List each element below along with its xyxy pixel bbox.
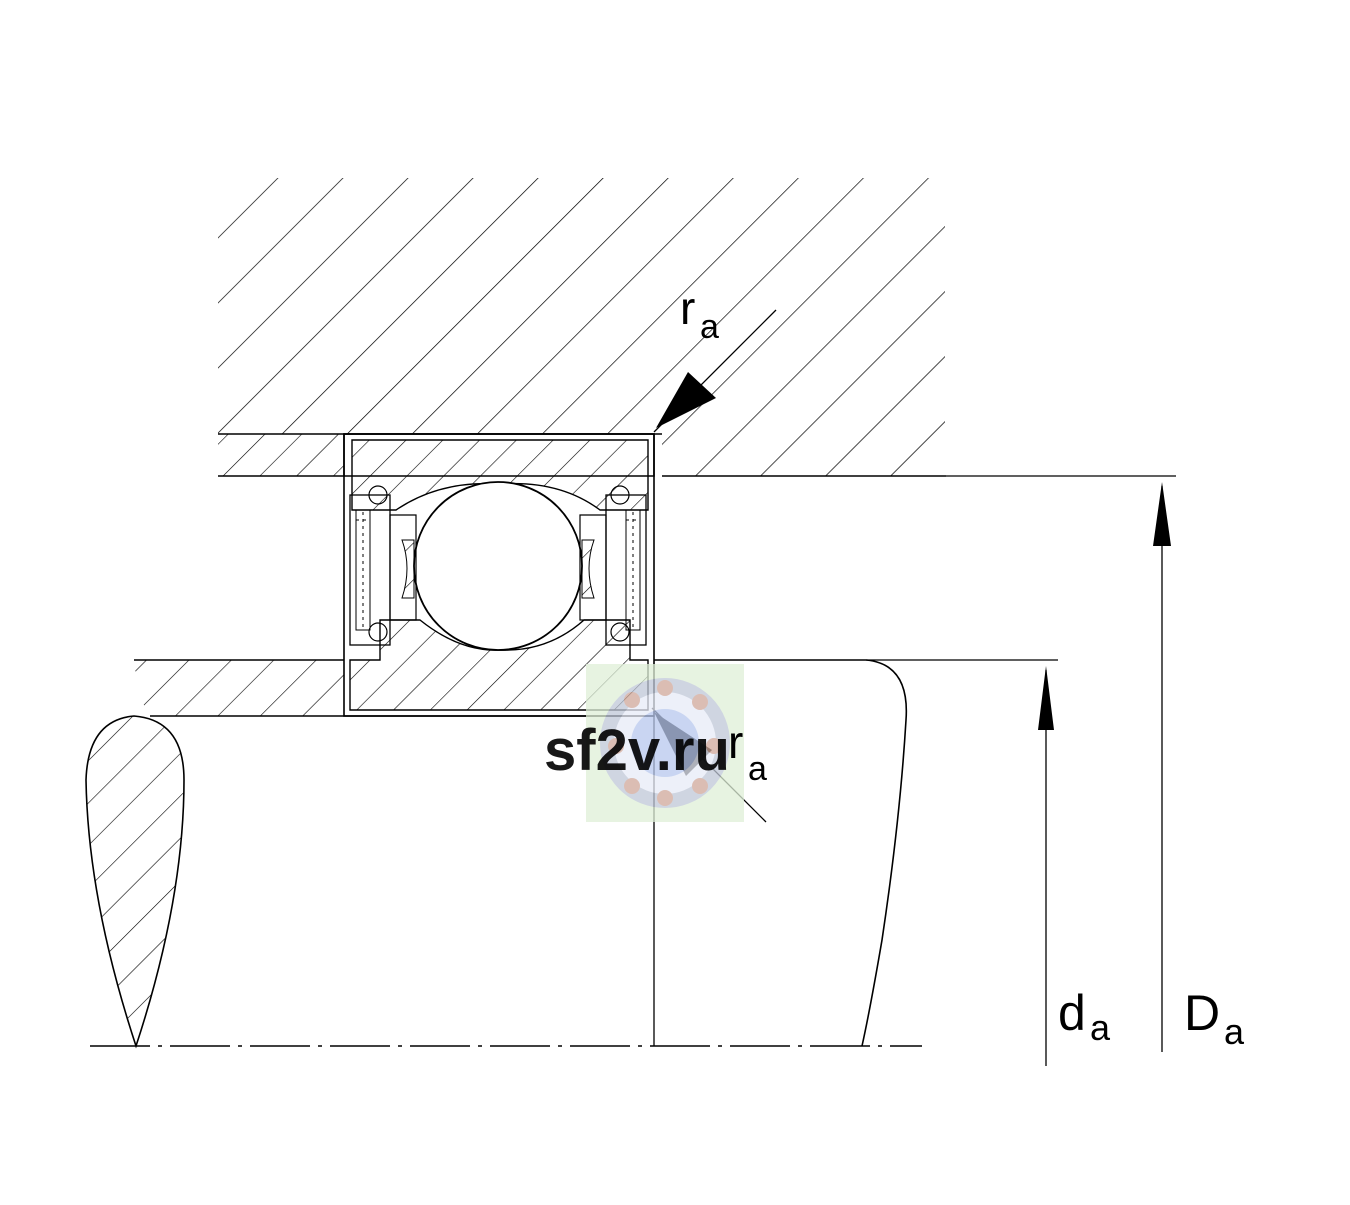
svg-text:r: r	[728, 716, 743, 768]
svg-text:a: a	[700, 308, 719, 346]
watermark-text: sf2v.ru	[544, 718, 730, 783]
label-Da: D a	[1184, 985, 1245, 1052]
svg-text:D: D	[1184, 985, 1220, 1041]
inner-ring	[349, 619, 649, 711]
ra-top-arrowhead-icon	[656, 372, 716, 428]
outer-ring	[218, 433, 655, 511]
watermark	[586, 664, 744, 822]
label-ra-top: r a	[680, 282, 719, 346]
shaft-shoulder	[134, 659, 866, 717]
svg-text:a: a	[1224, 1011, 1245, 1052]
label-da: d a	[1058, 985, 1111, 1048]
da-arrowhead-icon	[1038, 666, 1054, 730]
ball	[413, 481, 583, 651]
Da-dimension	[1153, 482, 1171, 1052]
label-ra-bottom: r a	[728, 716, 767, 788]
svg-text:a: a	[1090, 1007, 1111, 1048]
ra-top-leader	[653, 309, 777, 433]
da-dimension	[1038, 666, 1054, 1066]
Da-arrowhead-icon	[1153, 482, 1171, 546]
cage	[389, 514, 607, 621]
left-seal	[349, 485, 391, 646]
dimension-extension-lines	[866, 475, 1176, 661]
housing	[218, 178, 947, 477]
shaft-break-section	[85, 715, 185, 1049]
svg-text:a: a	[748, 750, 767, 788]
svg-text:d: d	[1058, 985, 1086, 1041]
svg-text:r: r	[680, 282, 695, 334]
right-seal	[605, 485, 647, 646]
shaft-body	[861, 659, 908, 1047]
